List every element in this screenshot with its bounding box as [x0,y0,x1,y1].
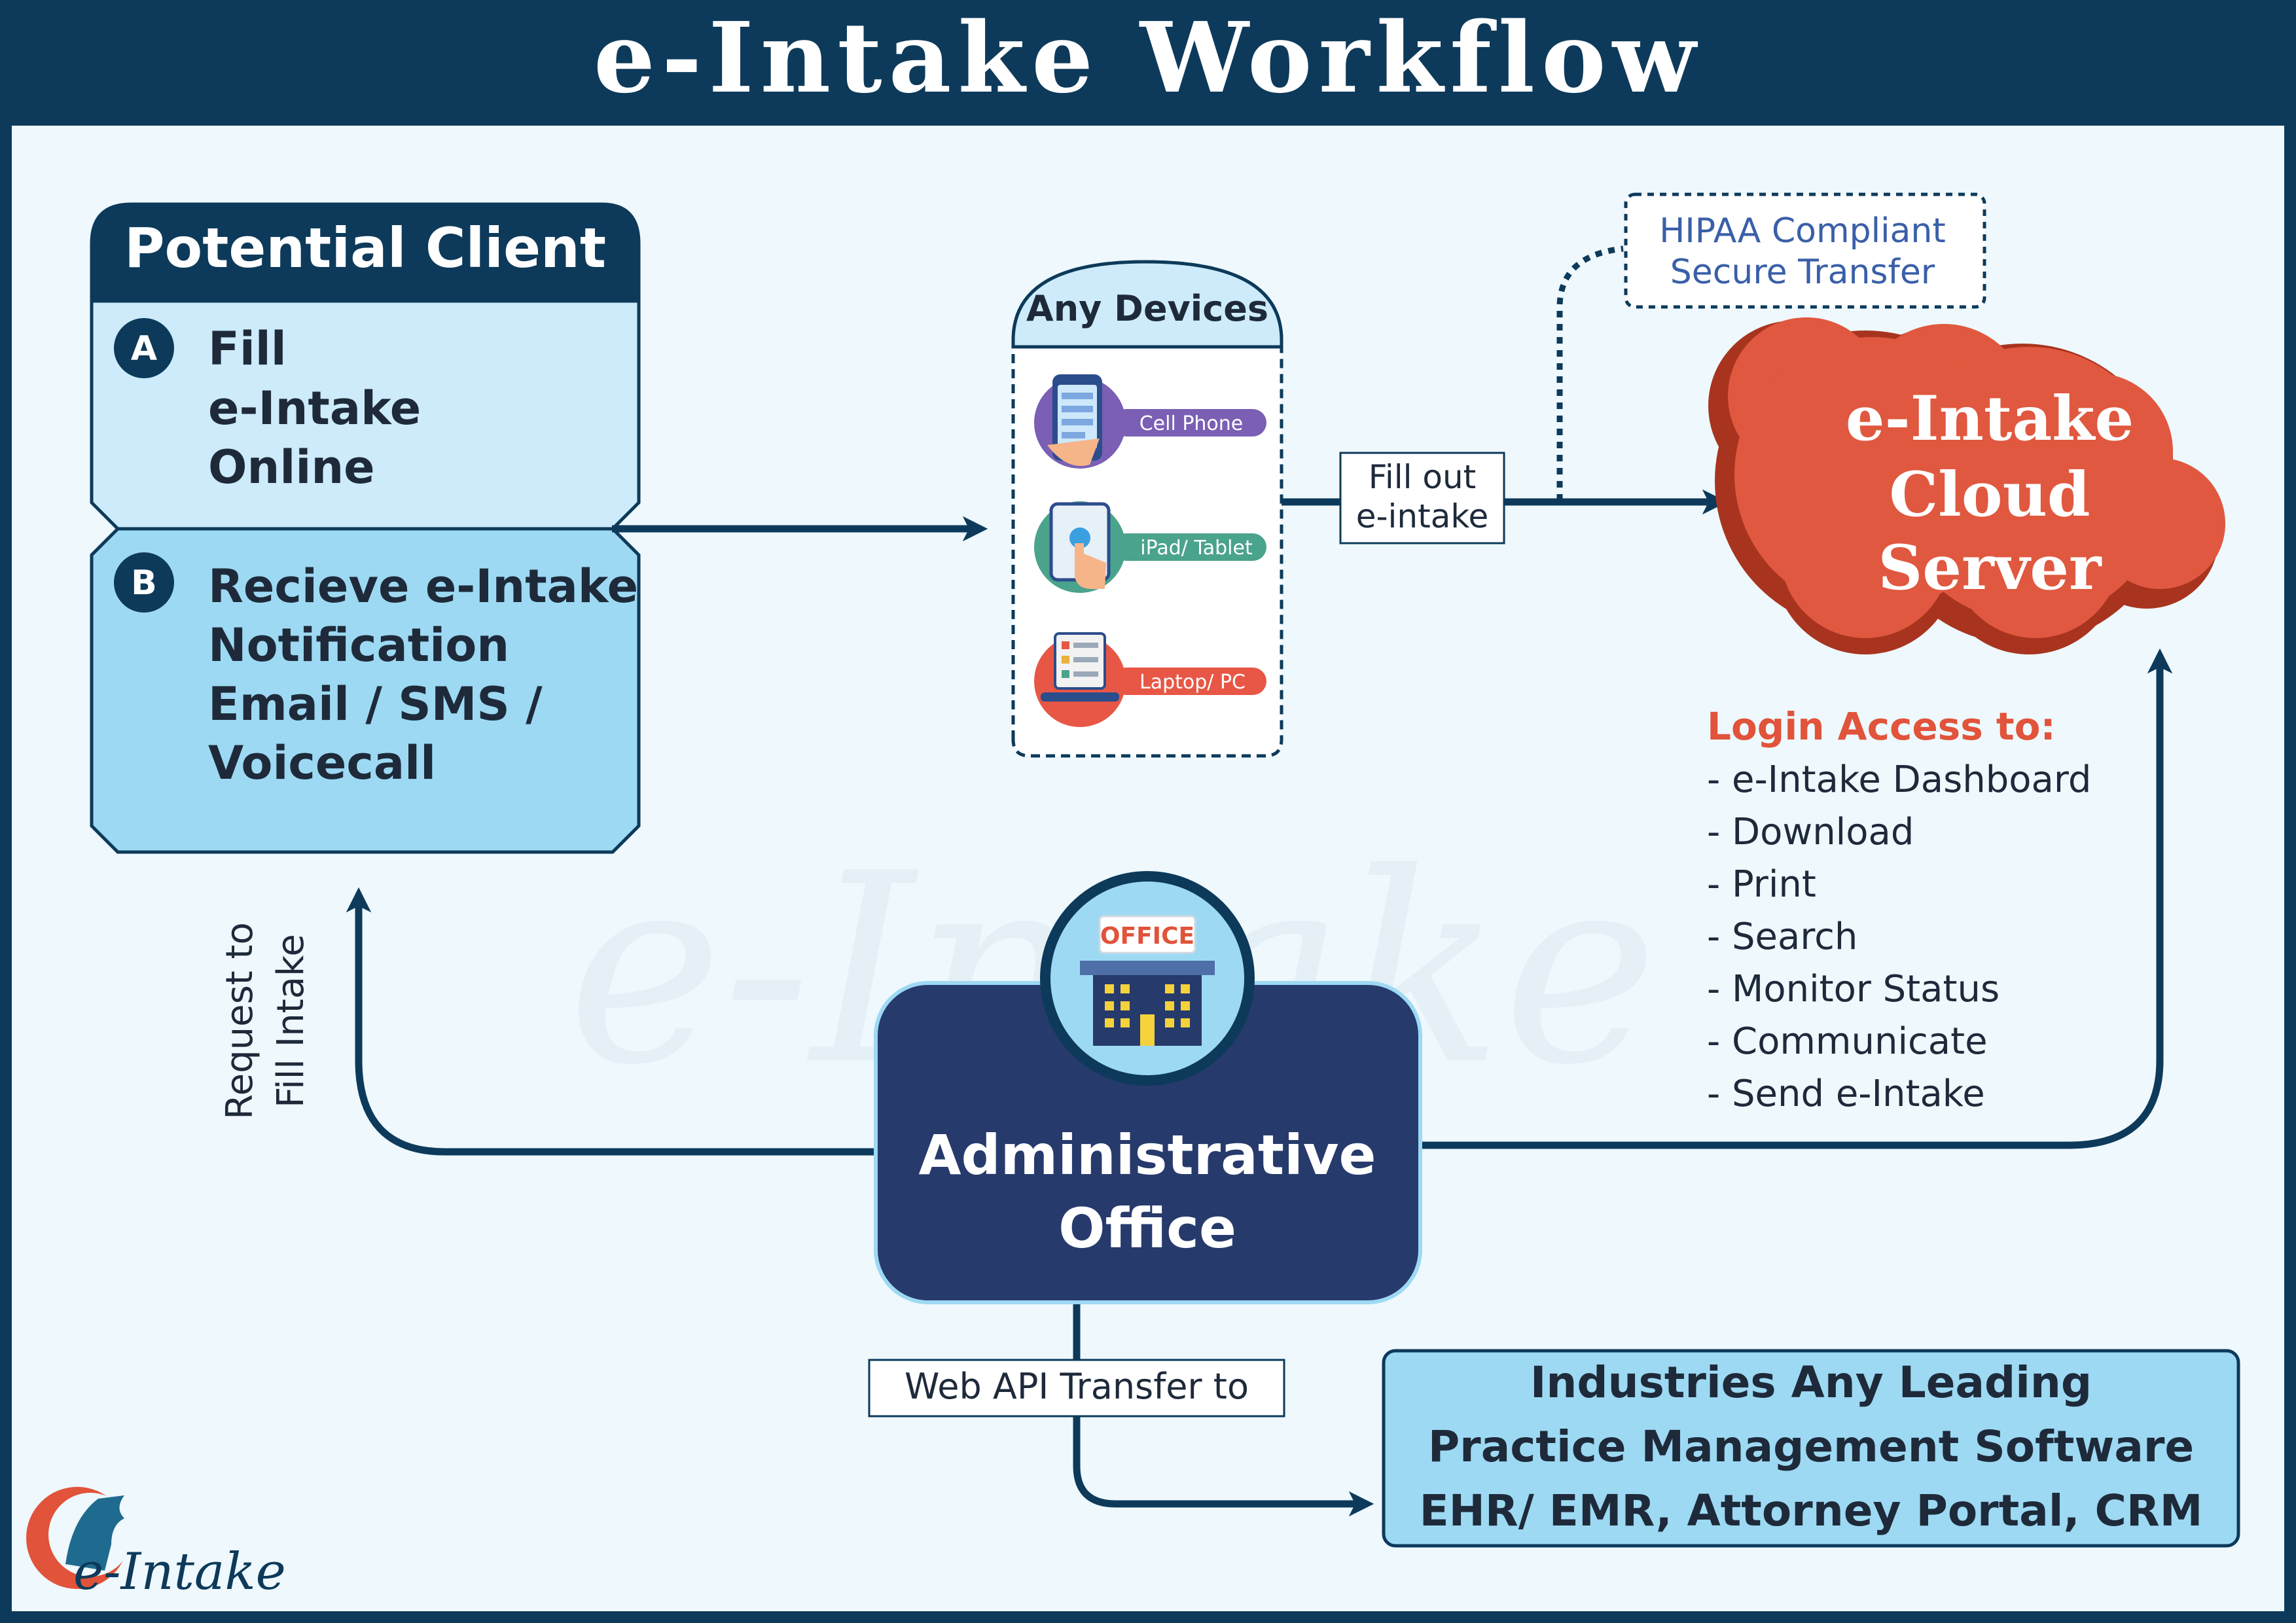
cloud-server: e-Intake Cloud Server [1708,317,2225,654]
login-access-item: - e-Intake Dashboard [1707,758,2091,801]
web-api-label: Web API Transfer to [905,1366,1249,1407]
login-access-item: - Send e-Intake [1707,1073,1985,1115]
industries-line: Industries Any Leading [1530,1357,2092,1408]
cloud-server-line: Server [1878,532,2102,604]
step-b-badge-label: B [131,563,157,603]
login-access-list: Login Access to: - e-Intake Dashboard - … [1707,704,2091,1115]
device-cell-phone: Cell Phone [1034,374,1266,469]
devices-header [1011,260,1283,349]
login-access-item: - Search [1707,916,1857,958]
web-api-label-box [868,1359,1285,1418]
hipaa-note-line: Secure Transfer [1670,253,1935,292]
potential-client-header [90,202,641,303]
office-title-line: Office [1058,1196,1236,1260]
office-title-line: Administrative [919,1123,1376,1187]
step-b-box [90,527,641,854]
office-sign-text: OFFICE [1100,923,1194,950]
fill-out-label-line: Fill out [1369,458,1477,496]
fill-out-label-line: e-intake [1356,497,1489,535]
device-laptop: Laptop/ PC [1034,632,1266,727]
potential-client-panel: Potential Client A Fill e-Intake Online … [90,202,641,854]
cloud-server-line: Cloud [1889,459,2090,531]
tablet-label: iPad/ Tablet [1140,537,1253,560]
step-a-badge-label: A [131,329,157,368]
e-intake-logo: e-Intake [26,1487,286,1601]
horse-head-icon [65,1495,124,1571]
laptop-badge [1113,668,1266,695]
devices-title: Any Devices [1026,288,1268,329]
request-label-line: Request to [219,922,261,1120]
step-b-line: Email / SMS / [208,677,543,731]
step-a-line: e-Intake [208,382,421,435]
arrow-office-to-client [346,887,876,1156]
administrative-office: OFFICE Administrative Office [874,871,1422,1304]
cell-phone-badge [1113,409,1266,437]
laptop-label: Laptop/ PC [1139,671,1246,694]
arrow-office-to-cloud [1420,648,2173,1149]
devices-panel: Any Devices Cell Phone iPad/ Tablet [1011,260,1283,758]
tablet-badge [1113,533,1266,561]
login-access-heading: Login Access to: [1707,704,2056,749]
industries-line: EHR/ EMR, Attorney Portal, CRM [1420,1486,2203,1536]
arrow-office-to-industries [1073,1299,1374,1517]
hipaa-note-line: HIPAA Compliant [1659,211,1945,251]
cloud-server-line: e-Intake [1846,383,2134,455]
step-a-line: Online [208,440,375,494]
potential-client-title: Potential Client [124,216,606,280]
step-b-badge [114,552,174,613]
cell-phone-label: Cell Phone [1139,412,1244,435]
request-label-line: Fill Intake [270,934,312,1108]
step-b-line: Voicecall [208,736,436,790]
step-b-line: Notification [208,618,509,672]
fill-out-label-box [1339,452,1505,544]
hipaa-connector [1556,245,1624,501]
login-access-item: - Print [1707,863,1816,906]
logo-text: e-Intake [73,1543,286,1601]
login-access-item: - Download [1707,811,1914,853]
industries-box [1382,1349,2240,1548]
page-title: e-Intake Workflow [594,1,1702,115]
login-access-item: - Monitor Status [1707,968,2000,1010]
device-tablet: iPad/ Tablet [1034,501,1266,593]
step-a-line: Fill [208,322,287,376]
login-access-item: - Communicate [1707,1020,1988,1063]
hipaa-note-box [1624,192,1986,309]
step-a-badge [114,318,174,378]
industries-line: Practice Management Software [1428,1421,2194,1472]
step-b-line: Recieve e-Intake [208,560,638,613]
